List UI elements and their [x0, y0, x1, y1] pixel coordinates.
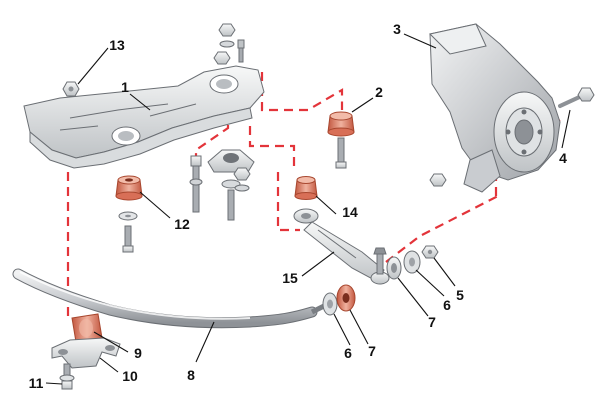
upper-fastener-stack [213, 23, 245, 65]
callout-7b: 7 [368, 343, 376, 359]
callout-2: 2 [375, 84, 383, 100]
callout-7a: 7 [428, 314, 436, 330]
callout-12: 12 [174, 216, 190, 232]
callout-labels: 1 2 3 4 5 6 7 6 7 8 9 10 11 12 13 14 15 [29, 21, 568, 391]
callout-6a: 6 [443, 297, 451, 313]
arm-bushing-stack [386, 245, 439, 280]
callout-4: 4 [559, 150, 567, 166]
bushing-part-2 [327, 111, 355, 169]
callout-10: 10 [122, 368, 138, 384]
callout-1: 1 [121, 79, 129, 95]
bolt-part-11 [59, 363, 75, 390]
callout-5: 5 [456, 287, 464, 303]
bar-end-bushing-stack [322, 284, 356, 316]
subframe-part-1 [23, 65, 265, 169]
callout-9: 9 [134, 345, 142, 361]
control-arm-part-15 [293, 208, 390, 285]
center-mount-cluster [189, 149, 255, 221]
callout-3: 3 [393, 21, 401, 37]
stabilizer-bar-part-8 [12, 268, 330, 329]
leader-lines [45, 33, 571, 385]
bolt-part-4 [558, 87, 595, 108]
callout-13: 13 [109, 37, 125, 53]
callout-6b: 6 [344, 345, 352, 361]
knuckle-part-3 [428, 23, 561, 193]
callout-11: 11 [29, 375, 44, 391]
nut-part-13 [62, 81, 80, 97]
callout-14: 14 [342, 204, 358, 220]
bushing-part-14 [294, 176, 318, 200]
bar-clamp-part-10 [51, 337, 121, 369]
bushing-part-12 [115, 175, 143, 253]
callout-8: 8 [187, 367, 195, 383]
callout-15: 15 [282, 270, 298, 286]
bar-bushing-part-9 [71, 313, 103, 343]
